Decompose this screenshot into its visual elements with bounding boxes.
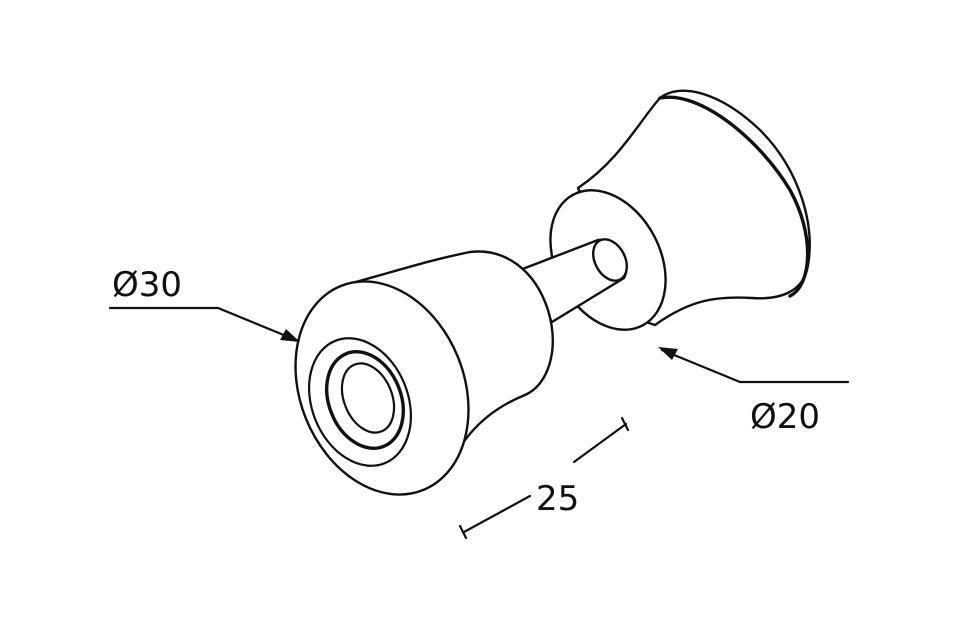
front-knob-bore-outer: [325, 350, 405, 450]
shaft-end: [592, 238, 628, 282]
length-dimension: 25: [458, 416, 630, 540]
large-diameter-callout: Ø30: [108, 265, 300, 342]
length-dim-tick-left: [458, 524, 468, 540]
front-knob-bore-inner: [340, 362, 396, 434]
small-diameter-arrowhead: [658, 347, 678, 360]
length-dim-tick-right: [620, 416, 630, 432]
front-knob-face: [294, 280, 470, 496]
small-diameter-leader: [660, 348, 850, 384]
small-diameter-callout: Ø20: [658, 347, 850, 437]
front-knob-recess-outer: [307, 337, 413, 467]
length-dim-line-right: [572, 422, 628, 464]
length-dim-line-left: [462, 494, 532, 534]
large-diameter-label: Ø30: [112, 265, 182, 305]
small-diameter-label: Ø20: [750, 397, 820, 437]
shaft: [518, 238, 628, 324]
large-diameter-leader: [108, 306, 298, 342]
rear-knob-rim: [658, 95, 810, 298]
length-label: 25: [536, 479, 579, 519]
large-diameter-arrowhead: [280, 329, 300, 342]
front-knob: [294, 250, 554, 496]
